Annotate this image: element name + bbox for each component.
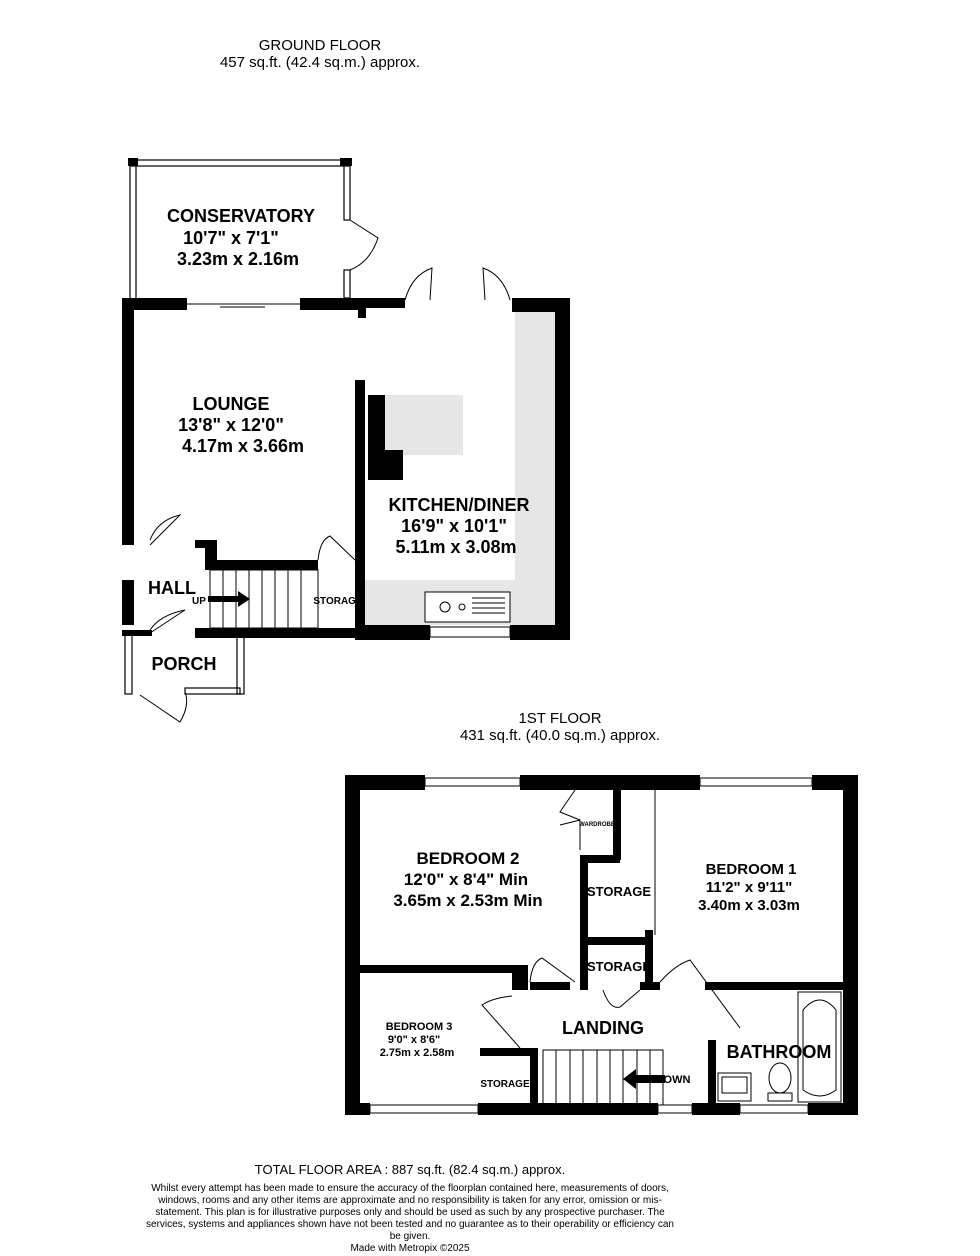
bedroom1-imperial: 11'2" x 9'11" [706, 879, 792, 896]
lounge-name: LOUNGE [192, 394, 269, 414]
total-floor-area: TOTAL FLOOR AREA : 887 sq.ft. (82.4 sq.m… [254, 1162, 566, 1177]
lounge-imperial: 13'8" x 12'0" [178, 415, 284, 435]
bedroom2-name: BEDROOM 2 [417, 849, 520, 868]
ground-storage-label: STORAGE [313, 596, 363, 607]
storage-label-2: STORAGE [587, 959, 651, 974]
disclaimer: Whilst every attempt has been made to en… [146, 1183, 674, 1242]
basin-icon [717, 1072, 752, 1102]
kitchen-metric: 5.11m x 3.08m [395, 537, 516, 557]
credit: Made with Metropix ©2025 [350, 1243, 470, 1254]
storage-label-3: STORAGE [480, 1079, 530, 1090]
hall-name: HALL [148, 578, 196, 598]
stairs-up-label: UP [192, 596, 206, 607]
toilet-icon [767, 1062, 793, 1102]
first-floor-heading: 1ST FLOOR 431 sq.ft. (40.0 sq.m.) approx… [420, 710, 700, 744]
ground-floor-heading: GROUND FLOOR 457 sq.ft. (42.4 sq.m.) app… [200, 37, 440, 71]
first-floor-area: 431 sq.ft. (40.0 sq.m.) approx. [459, 727, 661, 744]
conservatory-imperial: 10'7" x 7'1" [183, 228, 279, 248]
room-labels: CONSERVATORY 10'7" x 7'1" 3.23m x 2.16m … [148, 206, 831, 1090]
ground-floor-plan [122, 158, 570, 723]
sink-icon [424, 591, 511, 623]
stairs-up-arrow-icon [208, 591, 250, 607]
first-floor-plan [345, 775, 858, 1115]
bedroom3-name: BEDROOM 3 [386, 1021, 453, 1033]
porch-name: PORCH [151, 654, 216, 674]
first-floor-title: 1ST FLOOR [518, 710, 602, 727]
bedroom2-imperial: 12'0" x 8'4" Min [404, 870, 528, 889]
bath-icon [797, 991, 842, 1103]
bedroom3-metric: 2.75m x 2.58m [380, 1047, 455, 1059]
bedroom1-metric: 3.40m x 3.03m [698, 897, 800, 914]
wardrobe-label: WARDROBE [579, 822, 615, 828]
kitchen-imperial: 16'9" x 10'1" [401, 516, 507, 536]
ground-floor-title: GROUND FLOOR [258, 37, 382, 54]
bathroom-name: BATHROOM [727, 1042, 832, 1062]
bedroom1-name: BEDROOM 1 [706, 861, 797, 878]
bedroom2-metric: 3.65m x 2.53m Min [393, 891, 542, 910]
lounge-metric: 4.17m x 3.66m [182, 436, 304, 456]
conservatory-name: CONSERVATORY [167, 206, 315, 226]
conservatory-metric: 3.23m x 2.16m [177, 249, 299, 269]
storage-label-1: STORAGE [587, 884, 651, 899]
landing-name: LANDING [562, 1018, 644, 1038]
stairs-down-label: DOWN [656, 1074, 691, 1086]
stairs-down-arrow-icon [623, 1069, 665, 1089]
kitchen-name: KITCHEN/DINER [388, 495, 529, 515]
bedroom3-imperial: 9'0" x 8'6" [388, 1034, 440, 1046]
ground-floor-area: 457 sq.ft. (42.4 sq.m.) approx. [219, 54, 421, 71]
